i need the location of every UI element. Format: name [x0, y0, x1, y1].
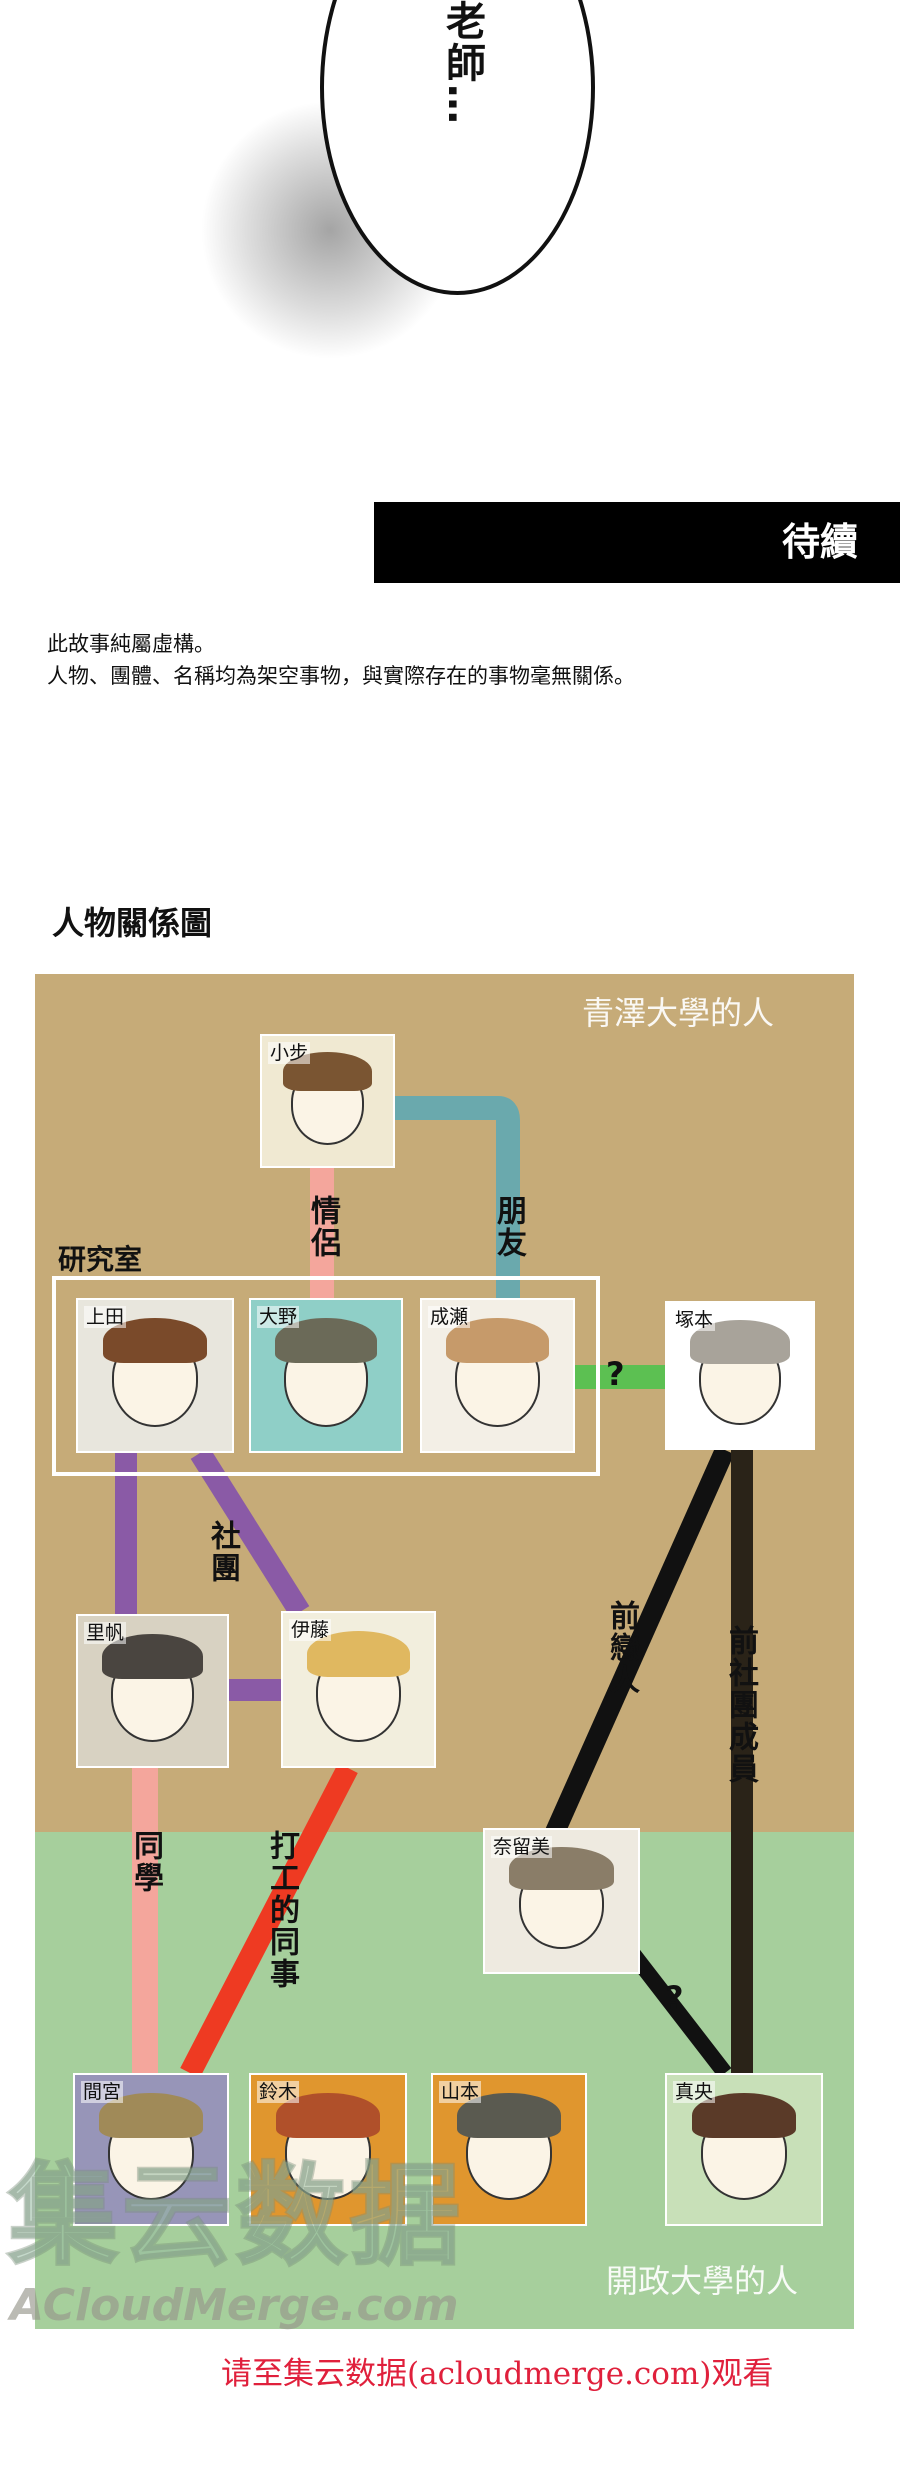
- coworkers-line: [180, 1762, 358, 2079]
- portrait-koayumi: 小步: [260, 1034, 395, 1168]
- portrait-mamiya: 間宮: [73, 2073, 229, 2226]
- character-name: 成瀬: [428, 1306, 471, 1328]
- character-name: 里帆: [84, 1622, 127, 1644]
- watermark-logo-cn: 集云数据: [7, 2152, 464, 2280]
- portrait-yamamoto: 山本: [431, 2073, 587, 2226]
- portrait-tsukamoto: 塚本: [665, 1301, 815, 1450]
- lab-group-label: 研究室: [58, 1243, 143, 1276]
- portrait-ueda: 上田: [76, 1298, 234, 1453]
- to-be-continued-bar: 待續: [374, 502, 900, 583]
- lab-group-box: [52, 1276, 600, 1476]
- unknown-label-2: ?: [665, 1979, 684, 2017]
- character-name: 山本: [439, 2081, 482, 2103]
- unknown-label-1: ?: [606, 1355, 625, 1393]
- character-name: 塚本: [673, 1309, 716, 1331]
- kaisei-group-label: 開政大學的人: [606, 2262, 799, 2300]
- portrait-narumi: 奈留美: [483, 1828, 640, 1974]
- character-name: 上田: [84, 1306, 127, 1328]
- lovers-label: 情侶: [305, 1195, 340, 1259]
- friends-line: [395, 1096, 520, 1300]
- speech-bubble-text: 老師…: [439, 0, 485, 126]
- character-name: 間宮: [81, 2081, 124, 2103]
- character-name: 伊藤: [289, 1619, 332, 1641]
- character-name: 小步: [268, 1042, 311, 1064]
- portrait-mao: 真央: [665, 2073, 823, 2226]
- club-line-ueda-ito: [190, 1447, 310, 1618]
- promo-text: 请至集云数据(acloudmerge.com)观看: [221, 2356, 774, 2392]
- club-label: 社團: [205, 1520, 240, 1584]
- classmates-label: 同學: [128, 1830, 163, 1894]
- disclaimer-line-1: 此故事純屬虛構。: [47, 632, 215, 656]
- aozawa-group-label: 青澤大學的人: [582, 994, 775, 1032]
- ex-lovers-label: 前戀人: [604, 1600, 639, 1696]
- coworkers-label: 打工的同事: [264, 1830, 299, 1990]
- character-name: 奈留美: [491, 1836, 553, 1858]
- character-name: 鈴木: [257, 2081, 300, 2103]
- unknown-line-narumi-mao: [623, 1945, 732, 2078]
- character-name: 真央: [673, 2081, 716, 2103]
- portrait-ito: 伊藤: [281, 1611, 436, 1768]
- ex-lovers-line: [545, 1445, 735, 1837]
- to-be-continued-text: 待續: [781, 520, 858, 564]
- portrait-ono: 大野: [249, 1298, 403, 1453]
- portrait-narumi-seto: 成瀬: [420, 1298, 575, 1453]
- watermark-logo-en: ACloudMerge.com: [10, 2280, 459, 2331]
- portrait-riho: 里帆: [76, 1614, 229, 1768]
- disclaimer-line-2: 人物、團體、名稱均為架空事物，與實際存在的事物毫無關係。: [47, 664, 635, 688]
- portrait-suzuki: 鈴木: [249, 2073, 407, 2226]
- character-name: 大野: [257, 1306, 300, 1328]
- diagram-title: 人物關係圖: [52, 904, 213, 942]
- friends-label: 朋友: [491, 1195, 526, 1259]
- ex-club-label: 前社團成員: [723, 1625, 758, 1785]
